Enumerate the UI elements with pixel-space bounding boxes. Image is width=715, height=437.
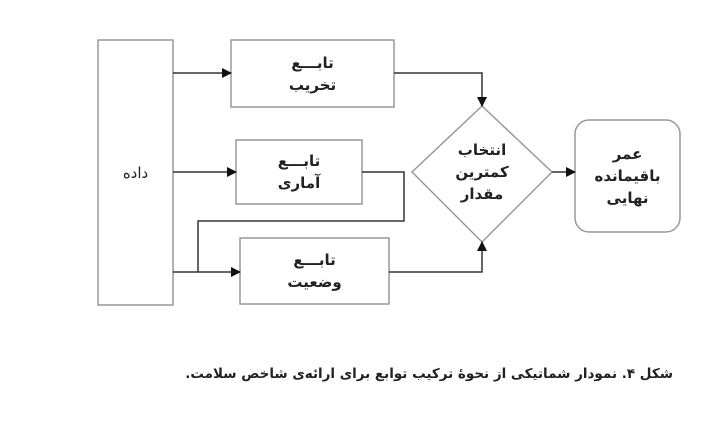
statistical-line2: آماری bbox=[277, 174, 321, 192]
data-label: داده bbox=[98, 40, 173, 305]
output-line2: باقیمانده bbox=[594, 167, 661, 185]
statistical-line1: تابـــع bbox=[277, 152, 321, 170]
output-line1: عمر bbox=[612, 145, 643, 163]
data-box bbox=[97, 39, 174, 306]
decision-line3: مقدار bbox=[460, 185, 504, 203]
degradation-label: تابـــع تخریب bbox=[231, 40, 394, 107]
output-line3: نهایی bbox=[606, 189, 649, 207]
degradation-line2: تخریب bbox=[288, 75, 337, 94]
decision-line2: کمترین bbox=[455, 163, 509, 181]
condition-label: تابـــع وضعیت bbox=[240, 238, 389, 304]
arrow-degradation-to-decision bbox=[394, 72, 487, 107]
condition-line1: تابـــع bbox=[293, 251, 336, 269]
output-label: عمر باقیمانده نهایی bbox=[575, 120, 680, 232]
decision-line1: انتخاب bbox=[457, 141, 507, 159]
degradation-line1: تابـــع bbox=[291, 53, 334, 72]
line-statistical-to-condition bbox=[197, 171, 405, 272]
degradation-box bbox=[230, 39, 395, 108]
data-text: داده bbox=[122, 163, 149, 182]
condition-box bbox=[239, 237, 390, 305]
statistical-box bbox=[235, 139, 363, 205]
statistical-label: تابـــع آماری bbox=[236, 140, 362, 204]
condition-line2: وضعیت bbox=[287, 273, 342, 291]
figure-caption: شکل ۴. نمودار شماتیکی از نحوهٔ ترکیب توا… bbox=[185, 366, 673, 382]
arrow-condition-to-decision bbox=[389, 241, 487, 273]
decision-label: انتخاب کمترین مقدار bbox=[430, 130, 534, 214]
